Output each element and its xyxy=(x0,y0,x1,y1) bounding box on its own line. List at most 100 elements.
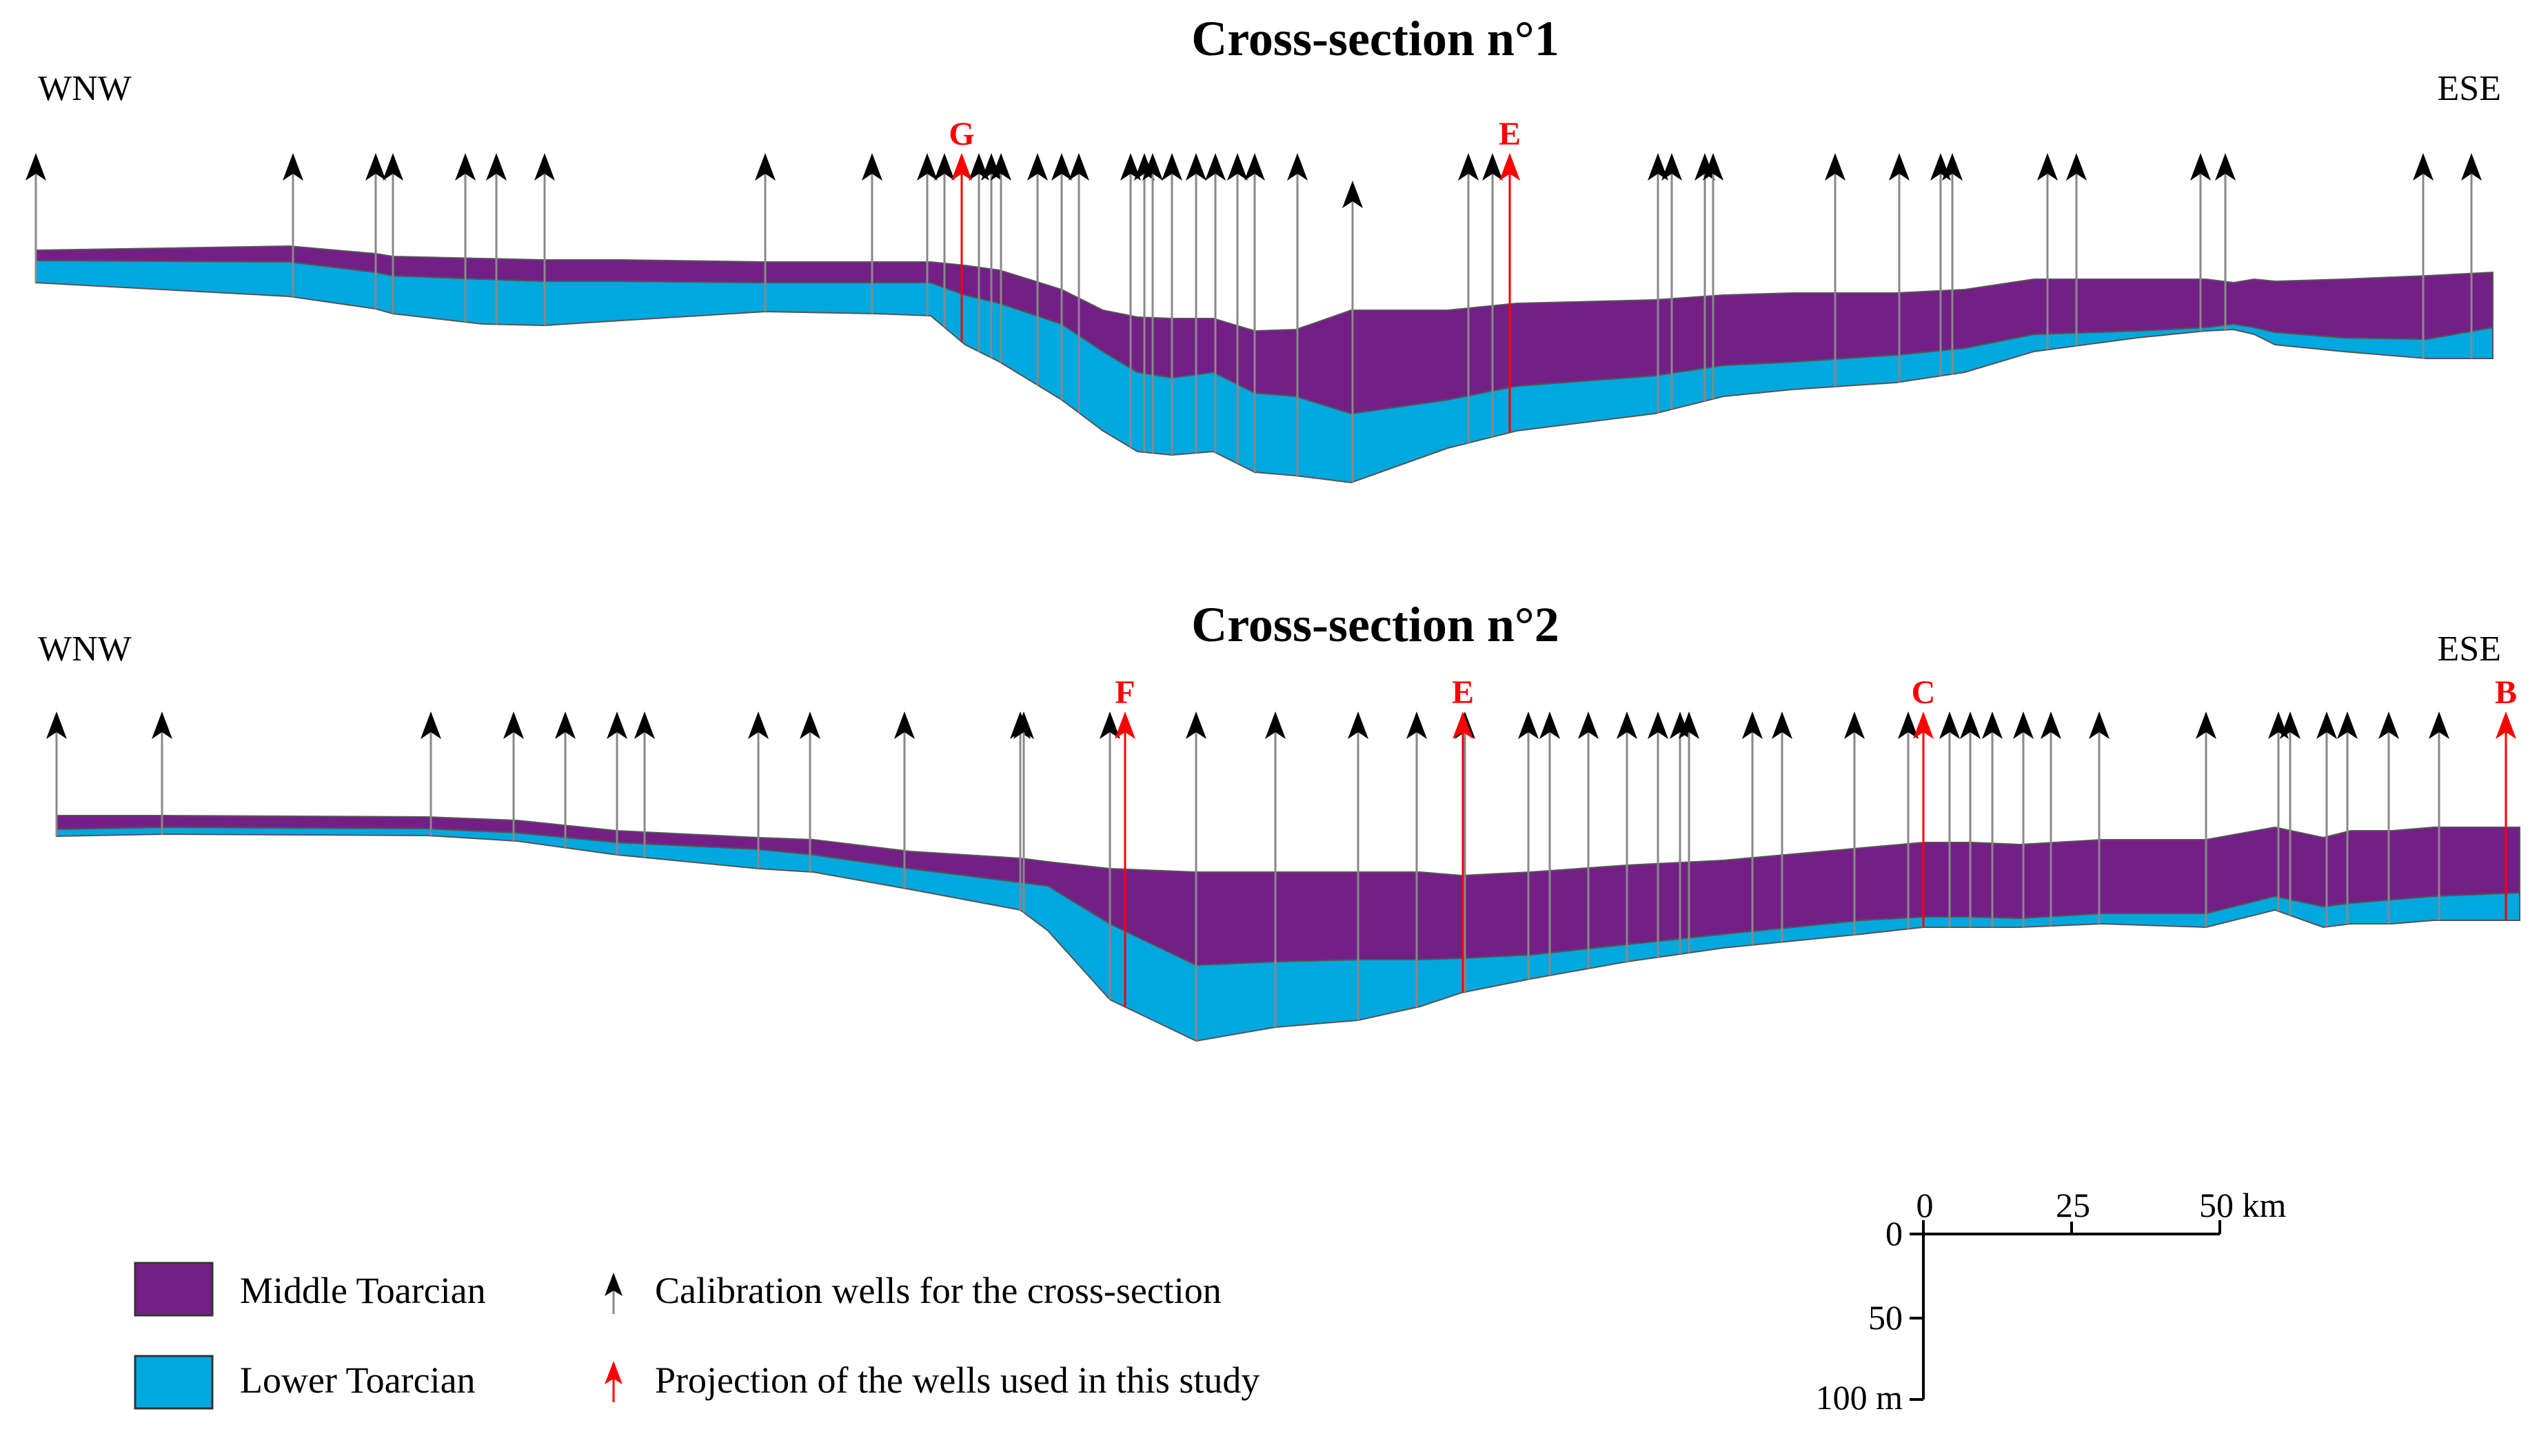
well-label-c: C xyxy=(1912,674,1936,711)
section-1-calibration-well xyxy=(991,153,1011,363)
projection-well-arrow-icon xyxy=(605,1361,623,1402)
section-1-calibration-well xyxy=(1244,153,1265,472)
section-2-calibration-well xyxy=(2429,711,2449,920)
section-1-calibration-well xyxy=(2413,153,2434,358)
section-2-calibration-well xyxy=(2089,711,2110,924)
section-2-calibration-well xyxy=(152,711,172,835)
section-1-calibration-well xyxy=(1648,153,1668,413)
section-1-calibration-well xyxy=(862,153,882,314)
section-1-calibration-well xyxy=(2037,153,2058,350)
legend-label-middle: Middle Toarcian xyxy=(240,1270,486,1311)
section-2-calibration-well xyxy=(1982,711,2003,927)
well-label-e: E xyxy=(1452,674,1474,711)
section-2-calibration-well xyxy=(2378,711,2399,924)
section-2-calibration-well xyxy=(2013,711,2034,927)
scale-v-mid: 50 xyxy=(1868,1298,1903,1337)
section-2-calibration-well xyxy=(894,711,915,889)
section-2-calibration-well xyxy=(1348,711,1368,1020)
well-label-g: G xyxy=(949,116,974,152)
legend-label-lower: Lower Toarcian xyxy=(240,1359,476,1401)
section-1-calibration-well xyxy=(1889,153,1910,383)
section-1-calibration-well xyxy=(1120,153,1141,447)
section-2-calibration-well xyxy=(1406,711,1427,1008)
legend: Middle Toarcian Lower Toarcian Calibrati… xyxy=(134,1262,1260,1410)
section-1-calibration-well xyxy=(1027,153,1048,385)
legend-label-projection: Projection of the wells used in this stu… xyxy=(655,1359,1260,1401)
section-2-calibration-well xyxy=(1772,711,1792,942)
section-1-wells xyxy=(26,153,2482,483)
section-1-calibration-well xyxy=(1458,153,1479,443)
section-2-calibration-well xyxy=(748,711,769,869)
section-2-title: Cross-section n°2 xyxy=(1191,597,1559,652)
section-2-calibration-well xyxy=(2280,711,2300,916)
section-1-calibration-well xyxy=(534,153,555,325)
section-2-calibration-well xyxy=(800,711,820,872)
section-2-calibration-well xyxy=(607,711,627,855)
section-1-calibration-well xyxy=(1703,153,1723,399)
section-2-wells xyxy=(46,711,2516,1041)
section-1-calibration-well xyxy=(486,153,507,325)
section-2-calibration-well xyxy=(1186,711,1206,1041)
section-2-calibration-well xyxy=(1617,711,1637,962)
section-1-calibration-well xyxy=(2190,153,2211,332)
scale-h-zero: 0 xyxy=(1916,1186,1934,1224)
legend-label-calibration: Calibration wells for the cross-section xyxy=(655,1270,1222,1311)
section-1-calibration-well xyxy=(1825,153,1845,387)
section-1-calibration-well xyxy=(1287,153,1308,476)
well-label-f: F xyxy=(1115,674,1135,711)
section-2-calibration-well xyxy=(1013,711,1034,913)
section-1-calibration-well xyxy=(1142,153,1163,454)
section-2-calibration-well xyxy=(1742,711,1763,945)
section-2-calibration-well xyxy=(1578,711,1599,969)
cross-section-1: Cross-section n°1 WNW ESE G E xyxy=(26,11,2501,484)
section-1-calibration-well xyxy=(365,153,386,309)
section-1-calibration-well xyxy=(1661,153,1682,410)
section-1-calibration-well xyxy=(1482,153,1503,437)
section-2-middle-toarcian xyxy=(56,815,2520,967)
well-label-e: E xyxy=(1499,116,1521,152)
section-1-calibration-well xyxy=(1942,153,1963,374)
section-2-calibration-well xyxy=(1844,711,1865,935)
section-2-calibration-well xyxy=(2196,711,2216,927)
section-2-calibration-well xyxy=(1898,711,1919,929)
section-1-right-direction: ESE xyxy=(2438,69,2501,108)
section-1-calibration-well xyxy=(1205,153,1226,453)
calibration-well-arrow-icon xyxy=(605,1273,623,1314)
scale-v-zero: 0 xyxy=(1885,1214,1903,1253)
section-2-calibration-well xyxy=(1539,711,1560,975)
section-1-projection-well xyxy=(1499,153,1520,433)
section-2-left-direction: WNW xyxy=(38,629,132,669)
section-1-calibration-well xyxy=(1342,181,1363,483)
section-2-calibration-well xyxy=(46,711,67,836)
section-2-calibration-well xyxy=(1265,711,1286,1027)
section-2-projection-well xyxy=(2496,711,2516,920)
section-2-calibration-well xyxy=(1939,711,1960,927)
section-2-calibration-well xyxy=(1960,711,1981,927)
cross-section-2: Cross-section n°2 WNW ESE F E C B xyxy=(38,597,2520,1042)
section-1-calibration-well xyxy=(383,153,403,314)
scale-v-max: 100 m xyxy=(1816,1378,1903,1417)
section-1-projection-well xyxy=(951,153,972,342)
section-1-calibration-well xyxy=(1069,153,1089,413)
section-2-calibration-well xyxy=(1100,711,1120,1000)
section-2-calibration-well xyxy=(2337,711,2358,924)
section-2-calibration-well xyxy=(555,711,576,848)
section-1-calibration-well xyxy=(283,153,303,297)
section-2-calibration-well xyxy=(634,711,655,858)
section-1-calibration-well xyxy=(1227,153,1248,464)
section-2-projection-well xyxy=(1453,711,1473,993)
section-2-calibration-well xyxy=(1648,711,1668,958)
section-1-middle-toarcian xyxy=(35,245,2494,415)
section-1-calibration-well xyxy=(26,153,46,283)
section-1-calibration-well xyxy=(934,153,955,327)
scale-h-max: 50 km xyxy=(2199,1186,2287,1224)
section-2-calibration-well xyxy=(1679,711,1699,953)
section-2-calibration-well xyxy=(503,711,524,841)
section-2-projection-well xyxy=(1913,711,1934,927)
section-2-calibration-well xyxy=(421,711,441,836)
section-1-left-direction: WNW xyxy=(38,69,132,108)
scale-h-mid: 25 xyxy=(2056,1186,2090,1224)
legend-swatch-middle-toarcian xyxy=(134,1262,214,1317)
section-1-title: Cross-section n°1 xyxy=(1191,11,1559,66)
